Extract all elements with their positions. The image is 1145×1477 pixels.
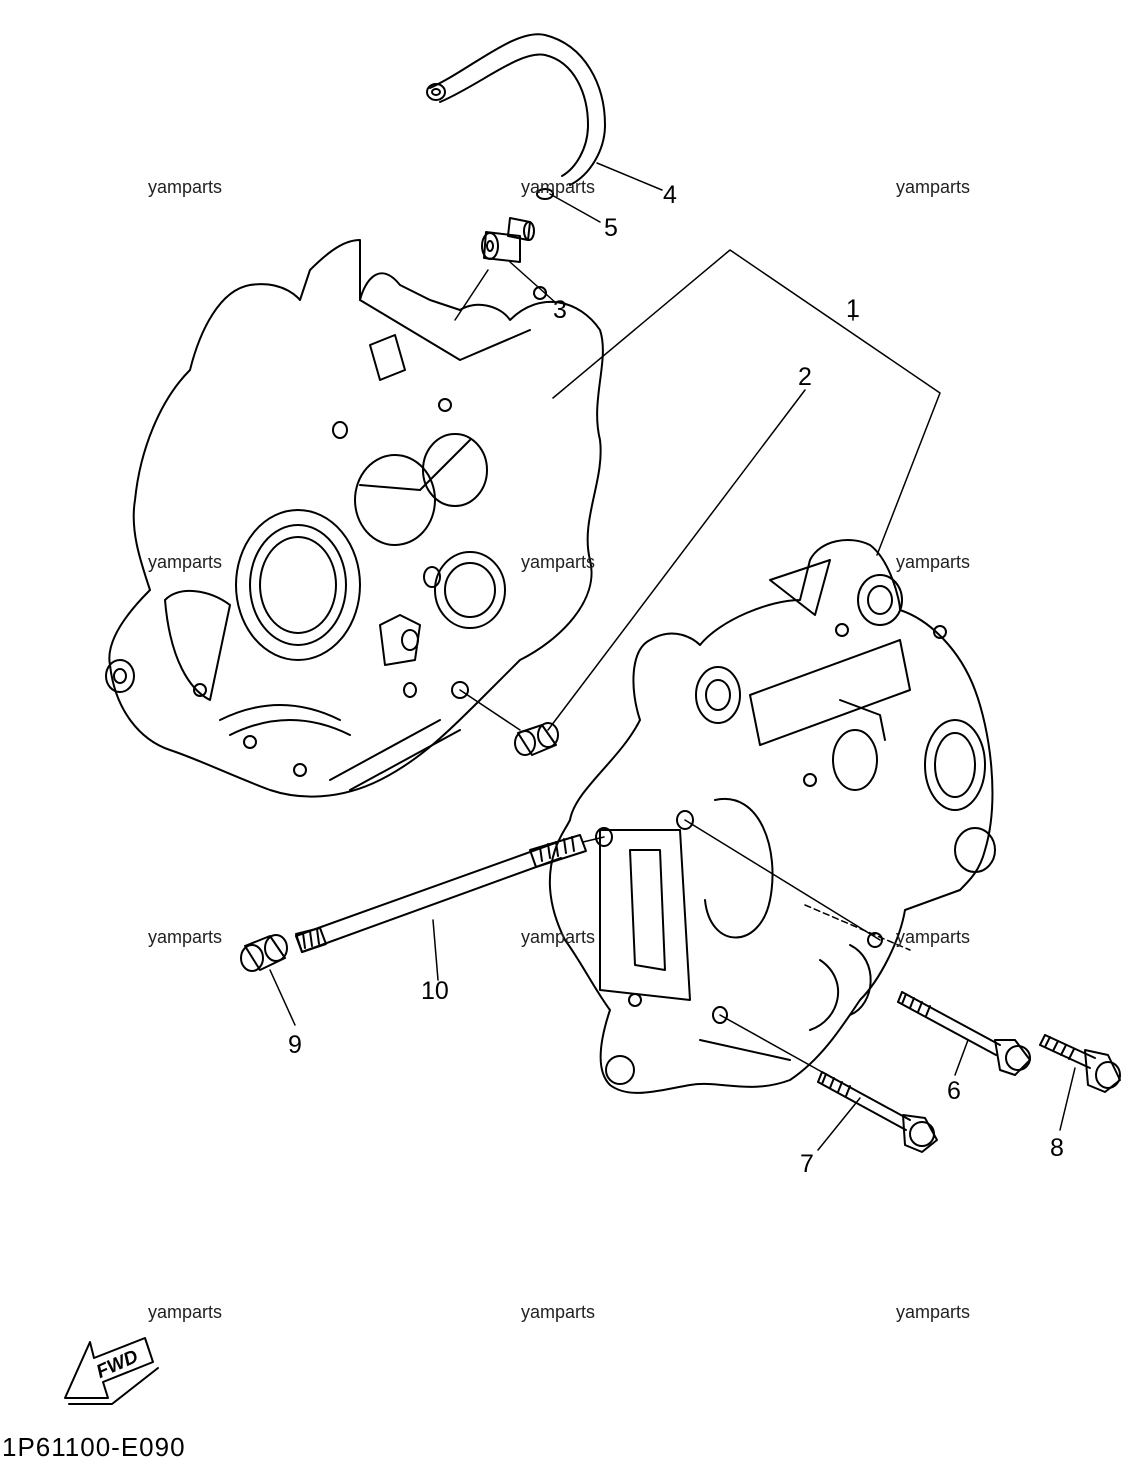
- bolt-part-8: [1039, 1034, 1121, 1093]
- leader-lines: [269, 162, 1076, 1151]
- watermark: yamparts: [521, 927, 596, 947]
- callout-8: 8: [1050, 1134, 1064, 1162]
- fwd-arrow-icon: [64, 1337, 159, 1405]
- leader-7: [817, 1097, 861, 1151]
- watermark: yamparts: [896, 177, 971, 197]
- callout-3: 3: [553, 296, 567, 324]
- bolt-part-7: [817, 1071, 938, 1153]
- leader-10: [432, 919, 439, 981]
- watermark: yamparts: [896, 1302, 971, 1322]
- watermark: yamparts: [148, 552, 223, 572]
- watermark: yamparts: [896, 927, 971, 947]
- watermark: yamparts: [148, 177, 223, 197]
- nut-part-9: [240, 934, 288, 972]
- clip-part-5: [536, 188, 554, 200]
- leader-6: [954, 1039, 969, 1076]
- hose-part-4: [426, 33, 606, 186]
- leader-3-tie: [454, 269, 489, 321]
- crankcase-right: [548, 539, 996, 1094]
- callout-2: 2: [798, 363, 812, 391]
- watermark: yamparts: [521, 1302, 596, 1322]
- callout-4: 4: [663, 181, 677, 209]
- crankcase-left: [105, 239, 604, 798]
- callout-7: 7: [800, 1150, 814, 1178]
- watermark: yamparts: [896, 552, 971, 572]
- leader-1-bracket: [552, 249, 941, 556]
- dowel-pin-part-2: [514, 722, 559, 756]
- leader-8: [1059, 1067, 1076, 1131]
- watermark: yamparts: [148, 927, 223, 947]
- callout-5: 5: [604, 214, 618, 242]
- leader-2: [547, 389, 806, 731]
- callout-6: 6: [947, 1077, 961, 1105]
- callout-9: 9: [288, 1031, 302, 1059]
- part-code: 1P61100-E090: [2, 1432, 186, 1462]
- watermark: yamparts: [521, 177, 596, 197]
- leader-crank-right-bolt6: [684, 819, 881, 941]
- leader-stud-crank: [582, 836, 605, 843]
- leader-3: [509, 261, 557, 304]
- watermark: yamparts: [521, 552, 596, 572]
- fitting-part-3: [481, 217, 535, 263]
- leader-9: [269, 969, 296, 1026]
- callout-1: 1: [846, 295, 860, 323]
- leader-4: [596, 162, 663, 191]
- callout-10: 10: [421, 977, 449, 1005]
- leader-crank-right-bolt7: [719, 1014, 823, 1073]
- watermark: yamparts: [148, 1302, 223, 1322]
- leader-2b: [459, 689, 521, 731]
- leader-5: [549, 193, 601, 223]
- bolt-part-6: [897, 991, 1031, 1076]
- leader-crank-right-dashed: [804, 904, 911, 951]
- stud-bolt-part-10: [295, 834, 587, 953]
